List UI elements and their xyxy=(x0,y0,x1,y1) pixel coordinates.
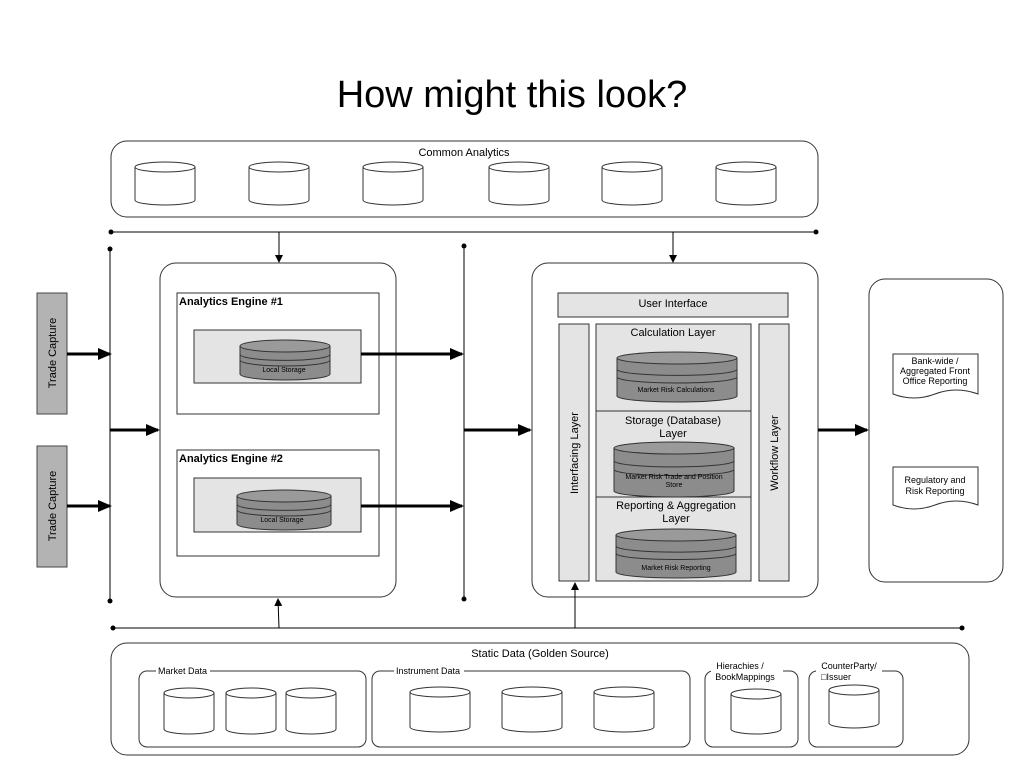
workflow-layer-label: Workflow Layer xyxy=(769,415,781,491)
market-data-group: Market Data xyxy=(138,665,367,748)
common-analytics-label: Common Analytics xyxy=(418,147,510,159)
analytics-engine-2: Analytics Engine #2 Local Storage xyxy=(176,449,380,557)
interfacing-layer-label: Interfacing Layer xyxy=(569,412,581,494)
front-office-report-line3: Office Reporting xyxy=(903,376,968,386)
middle-bus xyxy=(461,243,467,602)
hierarchies-group: Hierachies / BookMappings xyxy=(704,659,799,748)
trade-position-store-line2: Store xyxy=(666,482,683,489)
trade-capture-2: Trade Capture xyxy=(36,445,68,568)
reporting-disk-icon xyxy=(615,528,737,579)
reporting-layer-label-line2: Layer xyxy=(662,513,690,525)
position-store-disk-icon xyxy=(613,441,735,498)
hierarchies-label-line1: Hierachies / xyxy=(716,661,764,671)
reports-panel xyxy=(868,278,1004,583)
regulatory-report-line2: Risk Reporting xyxy=(905,486,964,496)
counterparty-group: CounterParty/ □Issuer xyxy=(808,659,904,748)
analytics-engine-1-label: Analytics Engine #1 xyxy=(179,296,283,308)
hierarchies-database xyxy=(730,688,782,735)
front-office-report-line2: Aggregated Front xyxy=(900,366,971,376)
reporting-layer: Reporting & Aggregation Layer Market Ris… xyxy=(595,496,752,582)
market-risk-calculations-label: Market Risk Calculations xyxy=(637,387,715,394)
interfacing-layer: Interfacing Layer xyxy=(558,323,590,582)
database-icon xyxy=(134,161,196,206)
counterparty-database xyxy=(828,684,880,729)
workflow-layer: Workflow Layer xyxy=(758,323,790,582)
database-icon xyxy=(715,161,777,206)
calculation-layer: Calculation Layer Market Risk Calculatio… xyxy=(595,323,752,412)
page-title: How might this look? xyxy=(336,74,688,116)
database-icon xyxy=(593,686,655,733)
database-icon xyxy=(225,687,277,735)
local-storage-2-label: Local Storage xyxy=(260,517,303,524)
database-icon xyxy=(409,686,471,733)
analytics-engine-1: Analytics Engine #1 Local Storage xyxy=(176,292,380,415)
storage-layer-label-line1: Storage (Database) xyxy=(625,415,721,427)
front-office-report-line1: Bank-wide / xyxy=(911,356,959,366)
calculations-disk-icon xyxy=(616,351,738,403)
database-icon xyxy=(285,687,337,735)
hierarchies-label-line2: BookMappings xyxy=(715,672,775,682)
left-bus xyxy=(107,246,113,604)
trade-position-store-line1: Market Risk Trade and Position xyxy=(625,474,722,481)
calculation-layer-label: Calculation Layer xyxy=(631,327,716,339)
database-icon xyxy=(828,684,880,729)
trade-capture-1: Trade Capture xyxy=(36,292,68,415)
bottom-bus xyxy=(110,582,965,631)
reporting-layer-label-line1: Reporting & Aggregation xyxy=(616,500,736,512)
instrument-data-group: Instrument Data xyxy=(371,665,691,748)
instrument-data-label: Instrument Data xyxy=(396,666,460,676)
user-interface-layer: User Interface xyxy=(557,292,789,318)
trade-position-store-database xyxy=(613,441,735,498)
analytics-engine-2-label: Analytics Engine #2 xyxy=(179,453,283,465)
regulatory-report-line1: Regulatory and xyxy=(904,475,965,485)
market-risk-reporting-label: Market Risk Reporting xyxy=(641,565,710,572)
user-interface-label: User Interface xyxy=(638,298,707,310)
local-storage-2-database xyxy=(236,489,332,531)
top-bus xyxy=(108,229,819,263)
market-risk-reporting-database xyxy=(615,528,737,579)
regulatory-report: Regulatory and Risk Reporting xyxy=(892,466,979,510)
counterparty-label-line2: □Issuer xyxy=(821,672,851,682)
database-icon xyxy=(163,687,215,735)
front-office-report: Bank-wide / Aggregated Front Office Repo… xyxy=(892,353,979,399)
local-storage-1-disk-icon xyxy=(239,339,331,381)
database-icon xyxy=(248,161,310,206)
database-icon xyxy=(488,161,550,206)
database-icon xyxy=(730,688,782,735)
local-storage-1-label: Local Storage xyxy=(262,367,305,374)
local-storage-2-disk-icon xyxy=(236,489,332,531)
storage-layer-label-line2: Layer xyxy=(659,428,687,440)
common-analytics-databases xyxy=(134,161,777,206)
storage-layer: Storage (Database) Layer Market Risk Tra… xyxy=(595,410,752,498)
counterparty-label-line1: CounterParty/ xyxy=(821,661,877,671)
database-icon xyxy=(362,161,424,206)
trade-capture-1-label: Trade Capture xyxy=(47,318,59,389)
static-data-label: Static Data (Golden Source) xyxy=(471,648,609,660)
database-icon xyxy=(501,686,563,733)
database-icon xyxy=(601,161,663,206)
local-storage-1-database xyxy=(239,339,331,381)
market-data-label: Market Data xyxy=(158,666,207,676)
trade-capture-2-label: Trade Capture xyxy=(47,471,59,542)
instrument-data-databases xyxy=(409,686,655,733)
market-data-databases xyxy=(163,687,337,735)
common-analytics-panel: Common Analytics xyxy=(110,140,819,218)
market-risk-calculations-database xyxy=(616,351,738,403)
